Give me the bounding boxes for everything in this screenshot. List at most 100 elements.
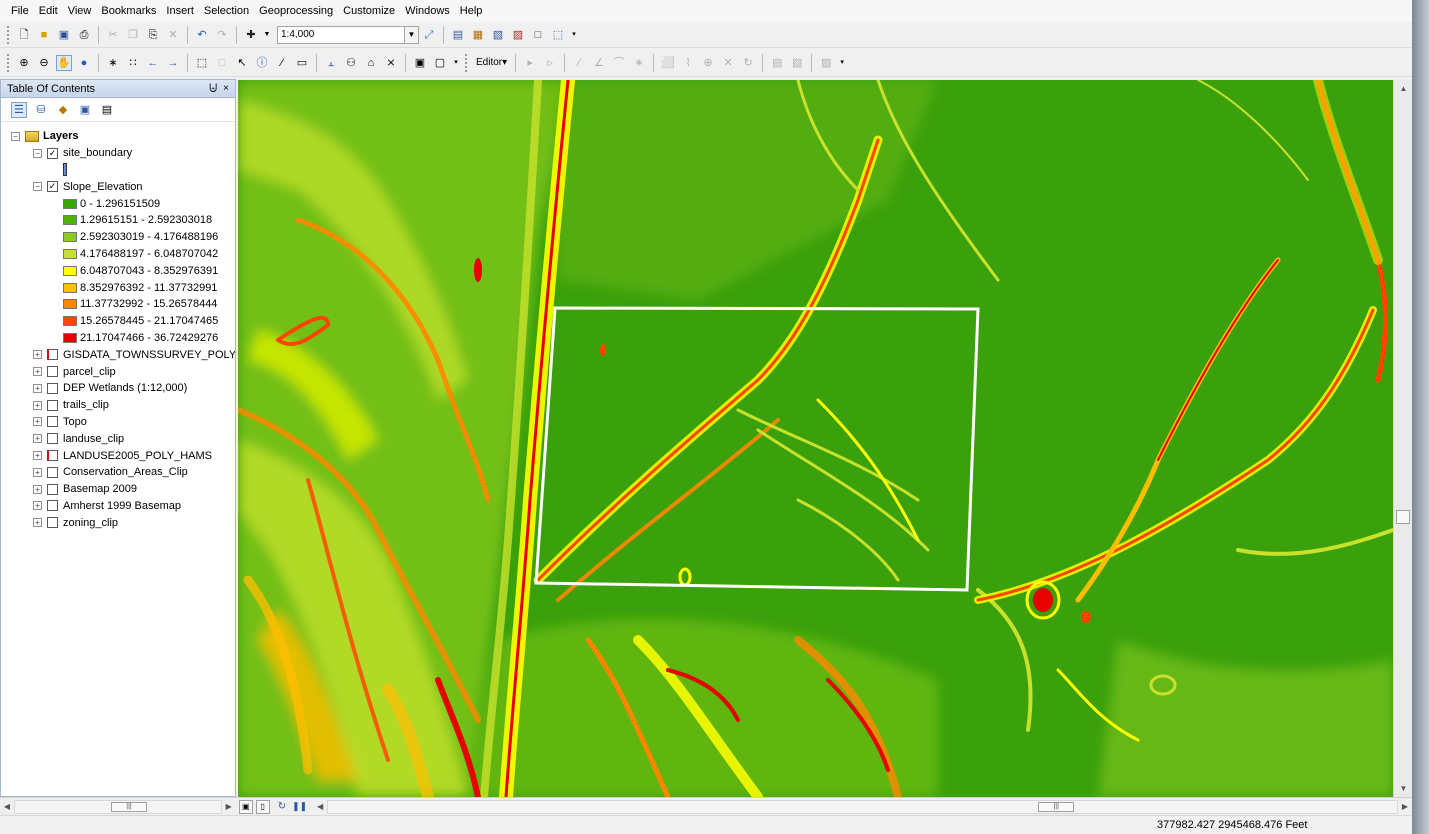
layer-row[interactable]: +landuse_clip bbox=[1, 430, 235, 447]
collapse-icon[interactable]: − bbox=[33, 148, 42, 158]
site-boundary-symbol[interactable] bbox=[63, 163, 67, 177]
list-by-selection-icon[interactable]: ▣ bbox=[79, 103, 91, 116]
undo-icon[interactable]: ↶ bbox=[197, 28, 207, 41]
layer-visibility-checkbox[interactable] bbox=[47, 433, 58, 445]
expand-icon[interactable]: + bbox=[33, 383, 42, 393]
expand-icon[interactable]: + bbox=[33, 417, 42, 427]
legend-class-row[interactable]: 1.29615151 - 2.592303018 bbox=[1, 212, 235, 229]
toolbar-grip[interactable] bbox=[7, 25, 11, 44]
layer-row[interactable]: +Basemap 2009 bbox=[1, 481, 235, 498]
paste-icon[interactable]: ⎘ bbox=[148, 28, 158, 41]
end-point-arc-icon[interactable]: ∠ bbox=[594, 56, 605, 69]
layer-row[interactable]: +trails_clip bbox=[1, 397, 235, 414]
legend-color-swatch[interactable] bbox=[63, 316, 77, 327]
create-features-icon[interactable]: ▨ bbox=[820, 56, 832, 69]
add-data-icon[interactable]: ✚ bbox=[246, 28, 256, 41]
scrollbar-thumb[interactable]: ||| bbox=[1038, 801, 1075, 812]
legend-class-row[interactable]: 11.37732992 - 15.26578444 bbox=[1, 296, 235, 313]
straight-segment-icon[interactable]: ∕ bbox=[578, 56, 581, 69]
layer-visibility-checkbox[interactable] bbox=[47, 500, 58, 512]
legend-color-swatch[interactable] bbox=[63, 198, 77, 209]
legend-class-row[interactable]: 2.592303019 - 4.176488196 bbox=[1, 229, 235, 246]
print-icon[interactable]: ⎙ bbox=[79, 28, 89, 41]
menu-bookmarks[interactable]: Bookmarks bbox=[101, 5, 157, 17]
toolbar-grip[interactable] bbox=[465, 53, 469, 72]
redo-icon[interactable]: ↷ bbox=[217, 28, 227, 41]
open-folder-icon[interactable]: ■ bbox=[40, 28, 48, 41]
map-horizontal-scrollbar[interactable]: ◀ ||| ▶ bbox=[313, 799, 1412, 815]
layer-row[interactable]: +Conservation_Areas_Clip bbox=[1, 464, 235, 481]
zoom-in-icon[interactable]: ⊕ bbox=[19, 56, 29, 69]
point-icon[interactable]: ∗ bbox=[634, 56, 644, 69]
layer-row[interactable]: +Topo bbox=[1, 414, 235, 431]
legend-color-swatch[interactable] bbox=[63, 332, 77, 343]
expand-icon[interactable]: + bbox=[33, 467, 42, 477]
menu-file[interactable]: File bbox=[11, 5, 29, 17]
layer-row[interactable]: +zoning_clip bbox=[1, 514, 235, 531]
new-document-icon[interactable]: 🗋 bbox=[19, 28, 29, 41]
reshape-feature-icon[interactable]: ⌇ bbox=[685, 56, 691, 69]
pan-hand-icon[interactable]: ✋ bbox=[56, 54, 72, 71]
copy-icon[interactable]: ❐ bbox=[128, 28, 138, 41]
menu-geoprocessing[interactable]: Geoprocessing bbox=[259, 5, 334, 17]
edit-tool-icon[interactable]: ▸ bbox=[527, 56, 533, 69]
scroll-right-icon[interactable]: ▶ bbox=[1401, 802, 1409, 811]
legend-color-swatch[interactable] bbox=[63, 265, 77, 276]
legend-class-row[interactable]: 0 - 1.296151509 bbox=[1, 195, 235, 212]
find-route-icon[interactable]: ⌂ bbox=[367, 56, 375, 69]
layer-row[interactable]: +Amherst 1999 Basemap bbox=[1, 498, 235, 515]
layer-row[interactable]: +parcel_clip bbox=[1, 363, 235, 380]
chevron-down-icon[interactable]: ▼ bbox=[405, 25, 419, 44]
list-by-visibility-icon[interactable]: ◆ bbox=[58, 103, 68, 116]
scrollbar-track[interactable]: ||| bbox=[327, 799, 1398, 814]
legend-color-swatch[interactable] bbox=[63, 299, 77, 310]
collapse-icon[interactable]: − bbox=[33, 182, 42, 192]
map-vertical-scrollbar[interactable]: ▲ ▼ bbox=[1393, 80, 1412, 797]
edit-vertices-icon[interactable]: ⬜ bbox=[661, 56, 675, 69]
edit-annotation-icon[interactable]: ▹ bbox=[547, 56, 553, 69]
layer-visibility-checkbox[interactable] bbox=[47, 382, 58, 394]
expand-icon[interactable]: + bbox=[33, 434, 42, 444]
editor-toolbar-icon[interactable]: ⤢ bbox=[424, 28, 434, 41]
scroll-down-icon[interactable]: ▼ bbox=[1399, 784, 1408, 793]
toolbar-options-icon[interactable]: ▾ bbox=[840, 58, 844, 66]
python-window-icon[interactable]: □ bbox=[534, 28, 542, 41]
go-to-xy-icon[interactable]: ⨯ bbox=[386, 56, 396, 69]
select-elements-arrow-icon[interactable]: ↖ bbox=[237, 56, 247, 69]
list-by-drawing-order-icon[interactable]: ☰ bbox=[11, 101, 27, 118]
layout-view-icon[interactable]: ▯ bbox=[255, 799, 270, 814]
layer-visibility-checkbox[interactable] bbox=[47, 517, 58, 529]
html-popup-icon[interactable]: ▭ bbox=[296, 56, 308, 69]
map-view[interactable] bbox=[238, 80, 1393, 797]
scroll-left-icon[interactable]: ◀ bbox=[317, 802, 324, 811]
scrollbar-thumb[interactable]: ||| bbox=[111, 801, 147, 812]
catalog-icon[interactable]: ▦ bbox=[472, 28, 484, 41]
layer-visibility-checkbox[interactable] bbox=[47, 466, 58, 478]
editor-menu-button[interactable]: Editor▾ bbox=[476, 57, 508, 68]
legend-class-row[interactable]: 15.26578445 - 21.17047465 bbox=[1, 313, 235, 330]
menu-insert[interactable]: Insert bbox=[166, 5, 194, 17]
layer-visibility-checkbox[interactable]: ✓ bbox=[47, 181, 58, 193]
legend-class-row[interactable]: 4.176488197 - 6.048707042 bbox=[1, 246, 235, 263]
full-extent-icon[interactable]: ● bbox=[80, 56, 88, 69]
legend-color-swatch[interactable] bbox=[63, 282, 77, 293]
legend-class-row[interactable]: 6.048707043 - 8.352976391 bbox=[1, 262, 235, 279]
scrollbar-track[interactable]: ||| bbox=[14, 799, 222, 814]
scroll-left-icon[interactable]: ◀ bbox=[3, 802, 11, 811]
layer-visibility-checkbox[interactable] bbox=[47, 366, 58, 378]
layer-visibility-checkbox[interactable] bbox=[47, 416, 58, 428]
toolbar-options-icon[interactable]: ▾ bbox=[572, 30, 576, 38]
close-icon[interactable]: × bbox=[223, 83, 229, 94]
scroll-up-icon[interactable]: ▲ bbox=[1399, 84, 1408, 93]
map-scale-input[interactable] bbox=[277, 25, 405, 44]
attributes-icon[interactable]: ▤ bbox=[771, 56, 783, 69]
fixed-zoom-in-icon[interactable]: ∗ bbox=[108, 56, 118, 69]
layer-visibility-checkbox[interactable]: ✓ bbox=[47, 147, 58, 159]
layer-visibility-checkbox[interactable] bbox=[47, 450, 58, 462]
expand-icon[interactable]: + bbox=[33, 518, 42, 528]
scroll-right-icon[interactable]: ▶ bbox=[225, 802, 232, 811]
layer-visibility-checkbox[interactable] bbox=[47, 399, 58, 411]
menu-help[interactable]: Help bbox=[459, 5, 483, 17]
fixed-zoom-out-icon[interactable]: ∷ bbox=[129, 56, 137, 69]
clear-selection-icon[interactable]: □ bbox=[218, 56, 226, 69]
